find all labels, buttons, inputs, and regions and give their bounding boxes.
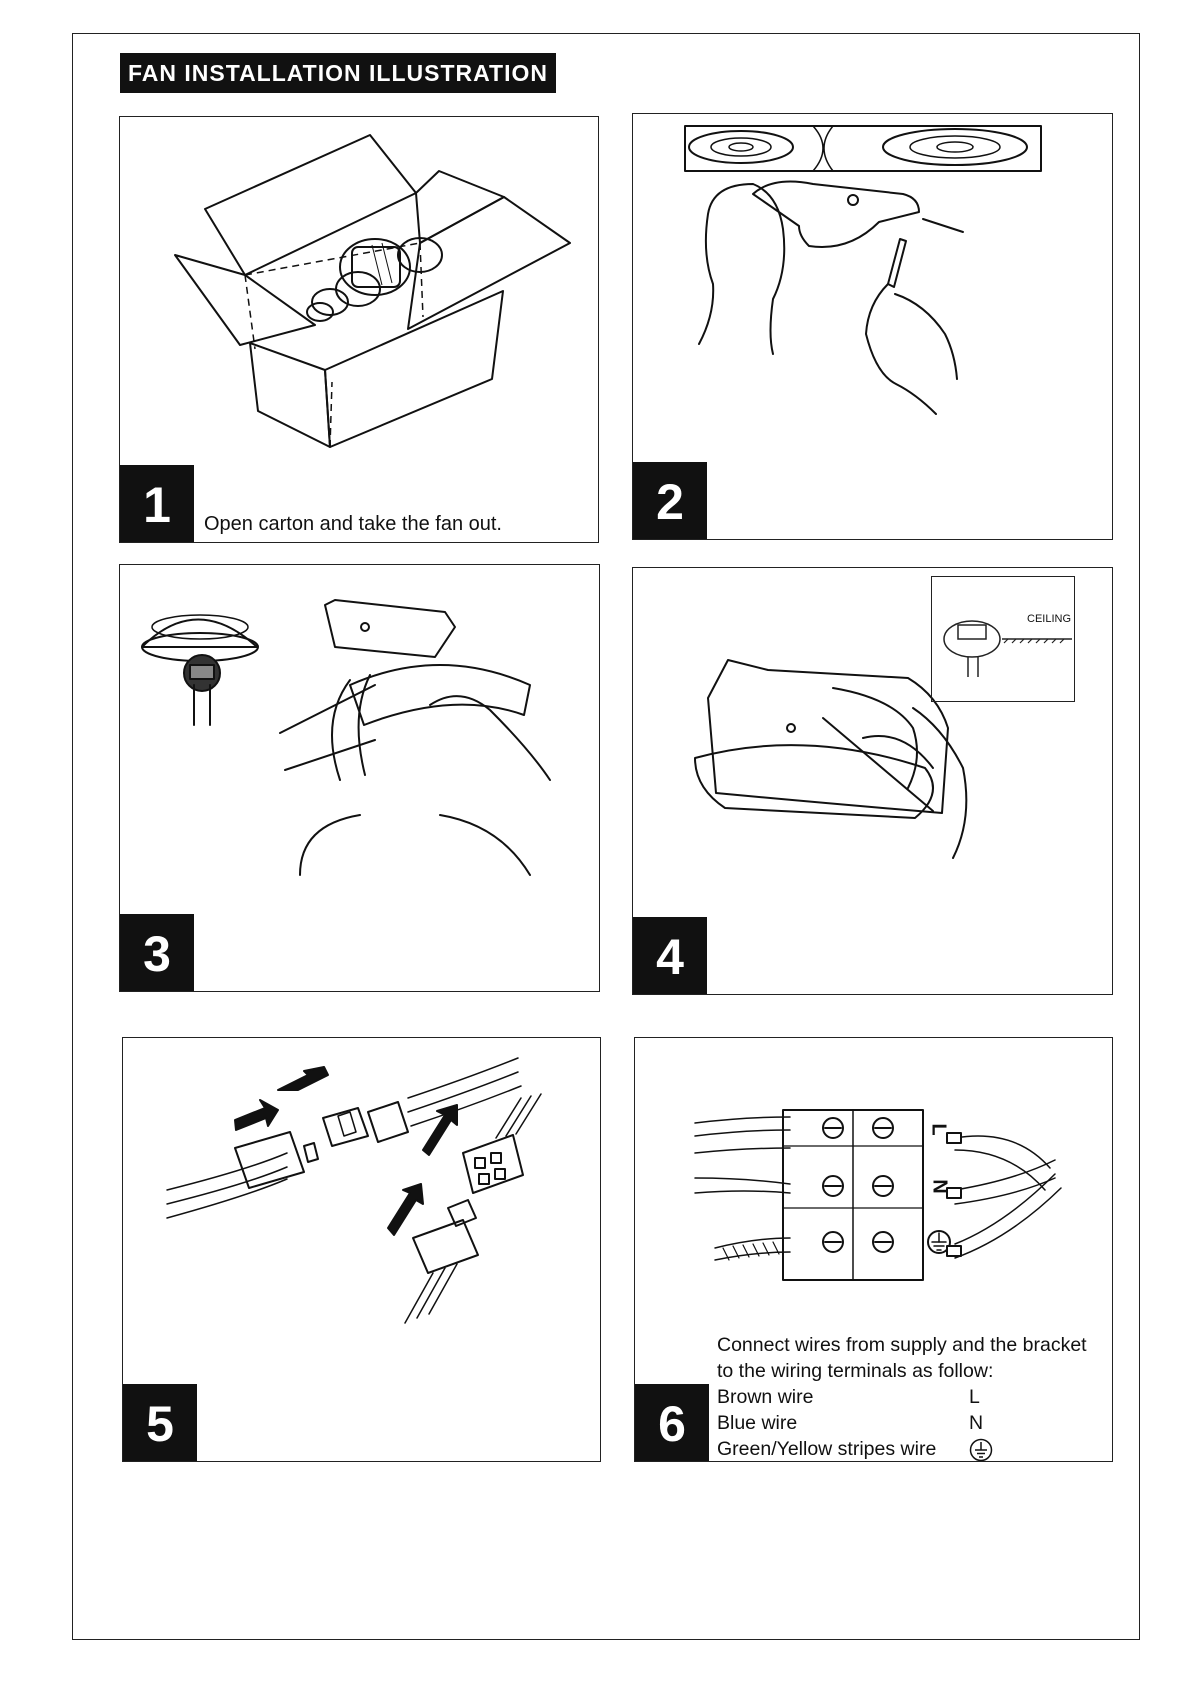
step-2-panel: 2 [632, 113, 1113, 540]
wiring-line-1: Connect wires from supply and the bracke… [717, 1332, 1087, 1358]
terminal-label-n: N [928, 1179, 951, 1193]
ceiling-label: CEILING [1027, 613, 1071, 625]
step-3-panel: 3 [119, 564, 600, 992]
wire-name: Brown wire [717, 1384, 969, 1410]
step-number: 3 [120, 914, 194, 991]
ceiling-mount-icon [932, 577, 1074, 701]
step-4-panel: CEILING 4 [632, 567, 1113, 995]
wire-code: L [969, 1384, 1009, 1410]
page-title: FAN INSTALLATION ILLUSTRATION [120, 53, 556, 93]
wire-row-earth: Green/Yellow stripes wire [717, 1436, 1087, 1462]
terminal-label-l: L [927, 1123, 950, 1135]
wire-name: Green/Yellow stripes wire [717, 1436, 969, 1462]
step-1-caption: Open carton and take the fan out. [204, 513, 502, 536]
step-number: 6 [635, 1384, 709, 1461]
wire-name: Blue wire [717, 1410, 969, 1436]
step-1-panel: 1 Open carton and take the fan out. [119, 116, 599, 543]
ceiling-inset-box: CEILING [931, 576, 1075, 702]
step-number: 5 [123, 1384, 197, 1461]
wire-row-blue: Blue wire N [717, 1410, 1087, 1436]
step-number: 4 [633, 917, 707, 994]
wire-row-brown: Brown wire L [717, 1384, 1087, 1410]
earth-icon [969, 1438, 993, 1462]
step-number: 1 [120, 465, 194, 542]
wiring-line-2: to the wiring terminals as follow: [717, 1358, 1087, 1384]
step-number: 2 [633, 462, 707, 539]
wiring-instructions: Connect wires from supply and the bracke… [717, 1332, 1087, 1462]
step-6-panel: L N Connect wires from supply and the br… [634, 1037, 1113, 1462]
step-5-panel: 5 [122, 1037, 601, 1462]
wire-code: N [969, 1410, 1009, 1436]
